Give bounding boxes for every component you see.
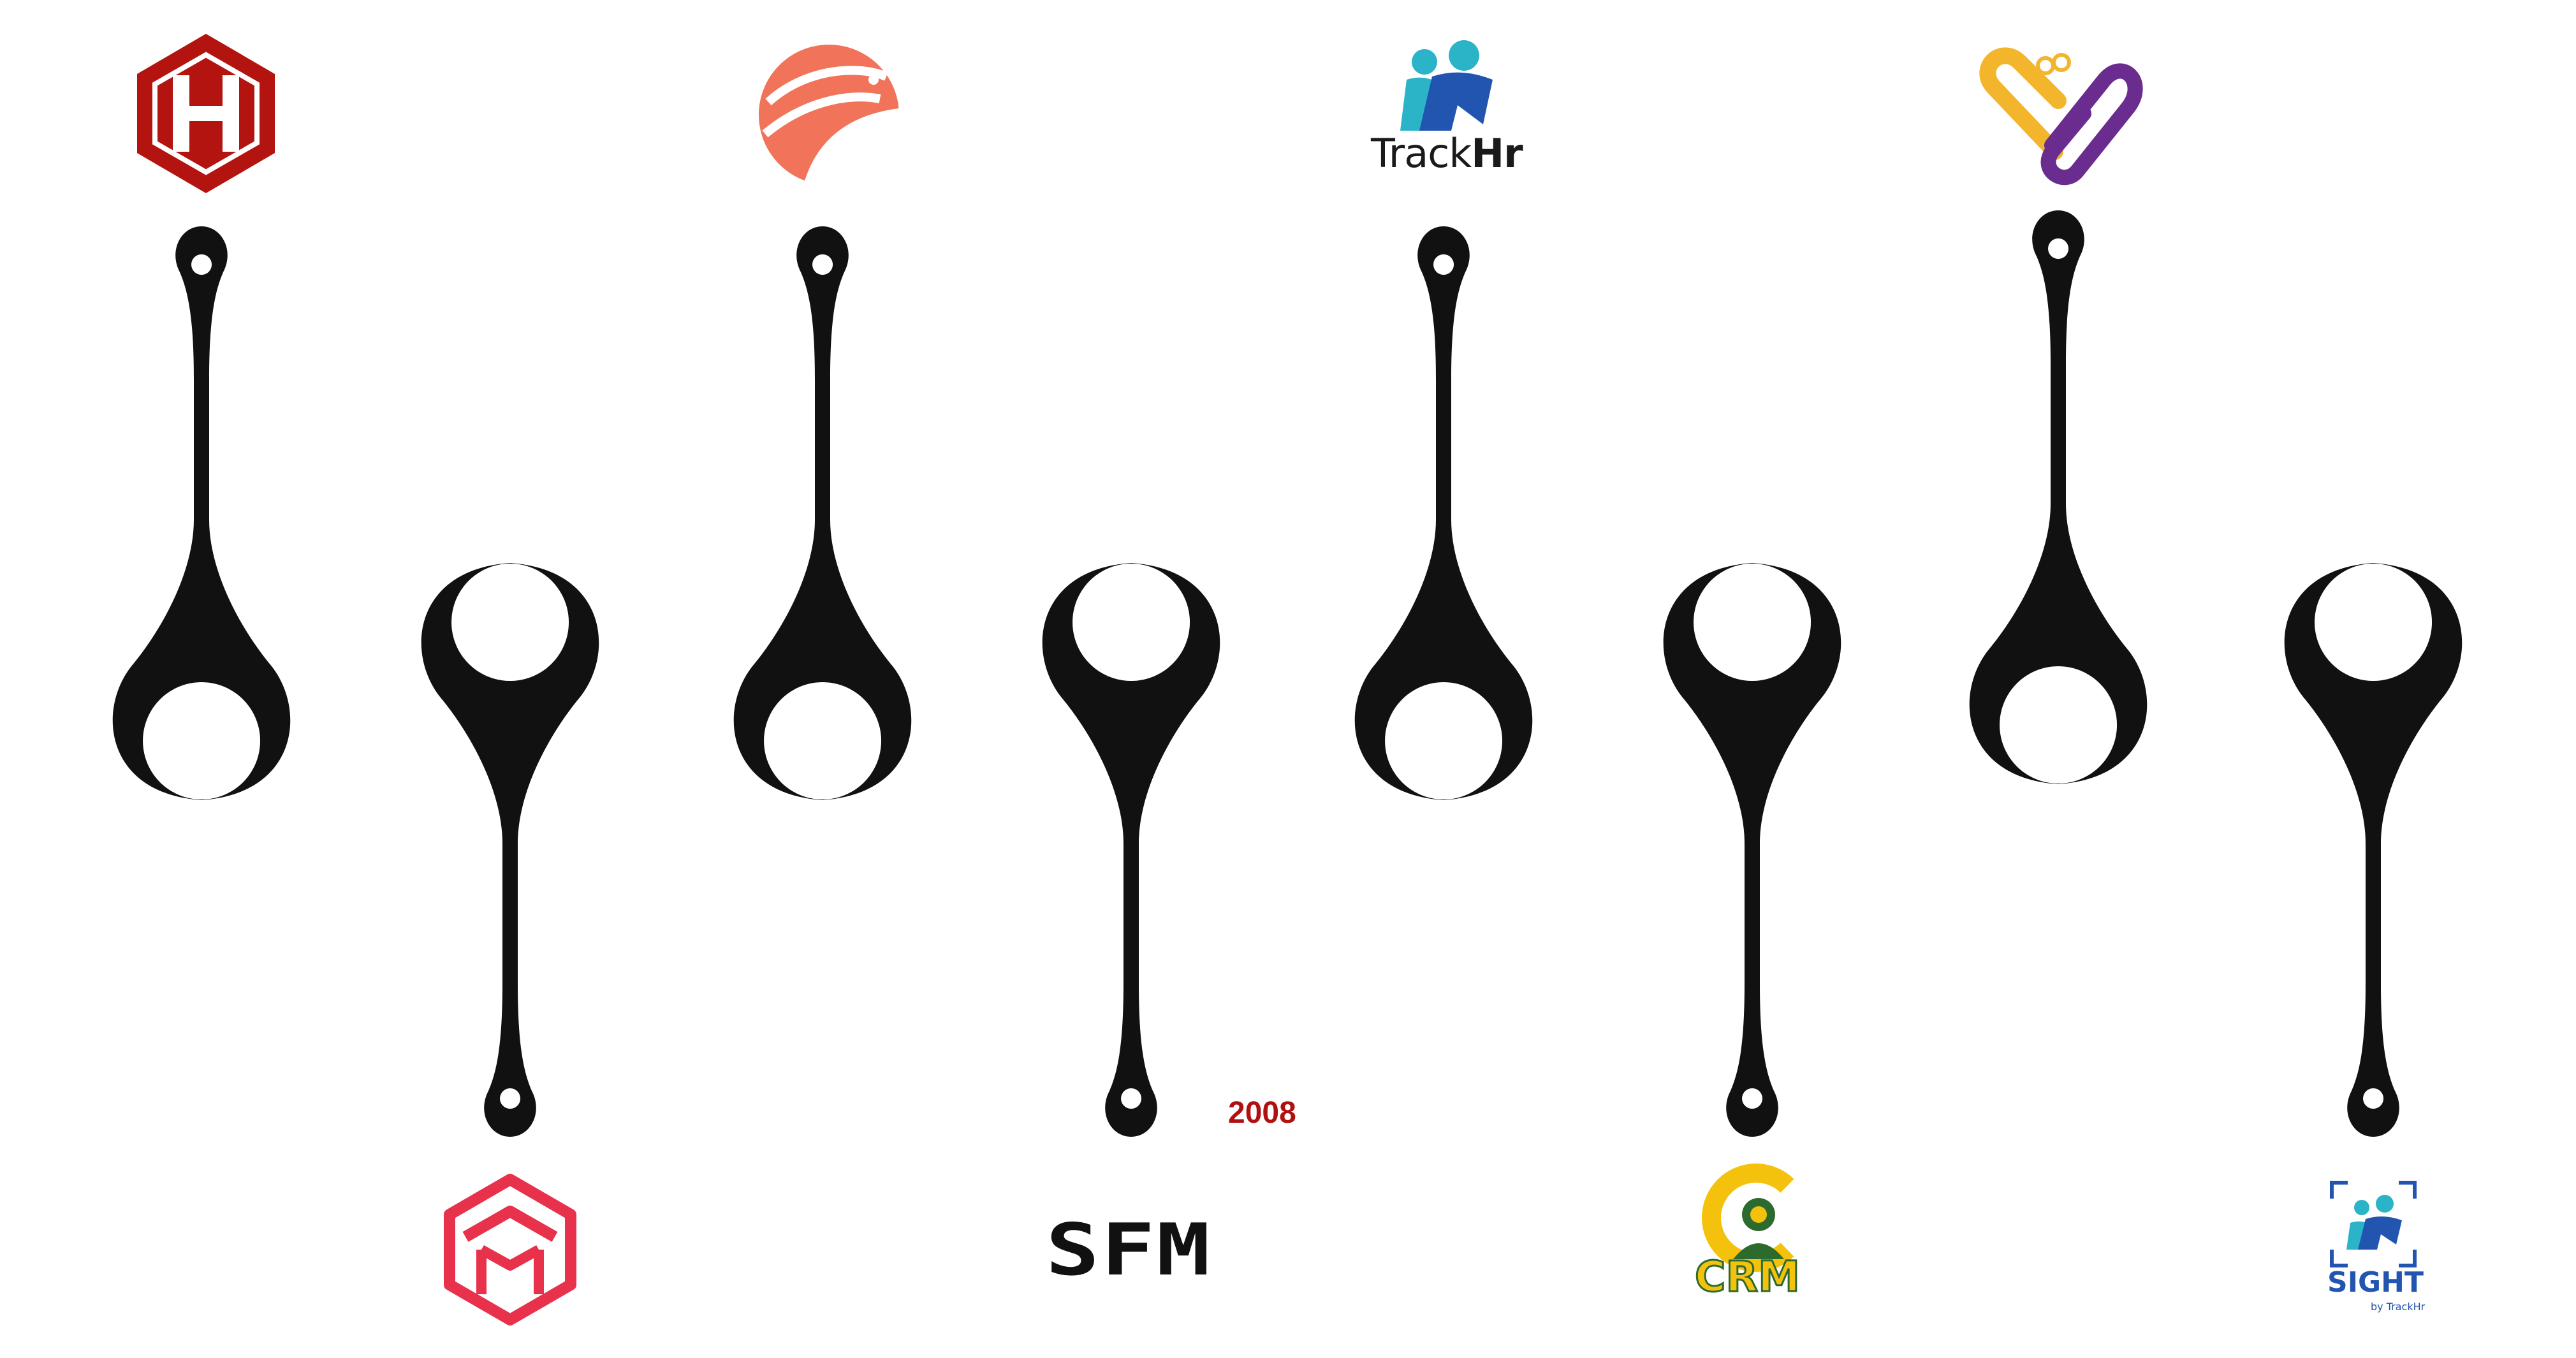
sfm-wordmark: SFM [1046,1209,1212,1292]
connector-3 [733,226,912,800]
eagle-logo [759,45,899,185]
connector-1 [112,226,291,800]
connector-7 [1969,210,2148,784]
hx-hexagon-logo [137,34,275,193]
connector-8 [2284,563,2463,1137]
heart-link-logo [1979,47,2143,186]
trackhr-wordmark: TrackHr [1371,130,1523,177]
connector-4 [1042,563,1220,1137]
cube-box-logo [444,1174,576,1325]
crm-logo [1702,1164,1794,1272]
sight-byline: by TrackHr [2371,1301,2426,1313]
connector-5 [1354,226,1533,800]
connector-6 [1663,563,1841,1137]
sight-wordmark: SIGHT [2327,1266,2424,1299]
connector-2 [421,563,599,1137]
sight-logo [2330,1181,2417,1267]
trackhr-logo [1400,40,1493,131]
crm-wordmark: CRM [1694,1252,1801,1301]
year-label: 2008 [1228,1096,1296,1130]
